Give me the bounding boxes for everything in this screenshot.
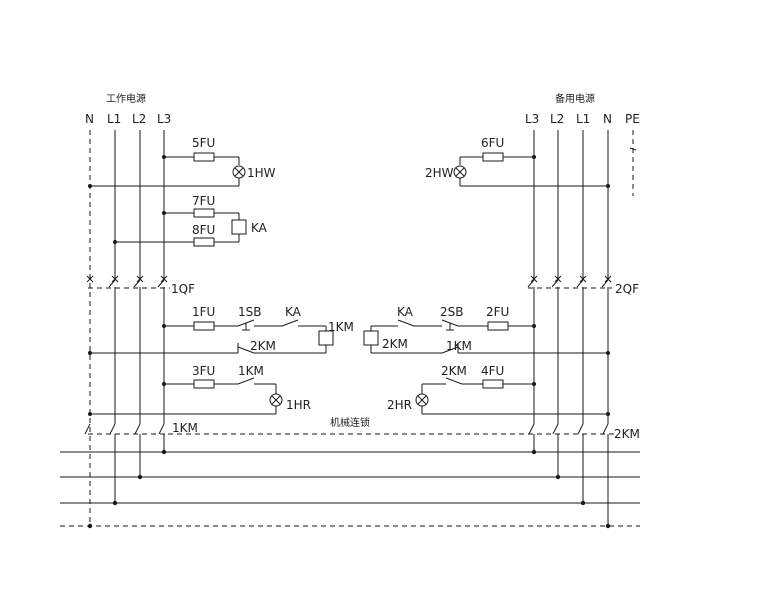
contact-ka [281,319,299,327]
label-1qf: 1QF [171,282,195,296]
coil-2km [363,330,379,346]
label-ka-relay: KA [251,221,268,235]
label-ka-contact-right: KA [397,305,414,319]
fuse-2fu [487,321,509,331]
contact-1km-no [237,377,255,385]
left-bus-label-n: N [85,112,94,126]
right-bus-label-l1: L1 [576,112,590,126]
right-bus-label-l3: L3 [525,112,539,126]
label-1km-contact-right: 1KM [446,339,472,353]
label-2fu: 2FU [486,305,509,319]
left-status-circuit [88,377,283,416]
label-8fu: 8FU [192,223,215,237]
label-3fu: 3FU [192,364,215,378]
breaker-1qf [86,275,170,289]
contact-2km-no [445,377,463,385]
right-status-circuit [415,377,610,416]
working-power-title: 工作电源 [106,92,146,105]
left-bus-label-l1: L1 [107,112,121,126]
label-2km-contact-right: 2KM [441,364,467,378]
right-bus-label-pe: PE [625,112,640,126]
fuse-4fu [482,379,504,389]
standby-power-title: 备用电源 [555,92,595,105]
label-1km-contact: 1KM [238,364,264,378]
label-5fu: 5FU [192,136,215,150]
fuse-5fu [193,152,215,162]
contact-2km-nc [237,346,255,354]
label-1fu: 1FU [192,305,215,319]
label-7fu: 7FU [192,194,215,208]
label-2qf: 2QF [615,282,639,296]
bottom-output-buses [60,449,640,529]
contactor-2km [528,423,614,435]
left-relay-circuit [113,208,247,247]
contact-ka-right [397,319,415,327]
label-2km-contactor: 2KM [614,427,640,441]
label-2km-contact: 2KM [250,339,276,353]
label-2hw: 2HW [425,166,454,180]
label-2sb: 2SB [440,305,463,319]
label-1km-contactor: 1KM [172,421,198,435]
fuse-3fu [193,379,215,389]
right-bus-label-n: N [603,112,612,126]
mechanical-interlock-label: 机械连锁 [330,416,370,429]
relay-ka-coil [231,219,247,235]
label-4fu: 4FU [481,364,504,378]
contact-1km-nc [441,346,459,354]
label-1hw: 1HW [247,166,276,180]
fuse-1fu [193,321,215,331]
label-6fu: 6FU [481,136,504,150]
left-control-circuit [88,319,334,355]
right-control-circuit [363,319,610,355]
fuse-7fu [193,208,215,218]
label-1sb: 1SB [238,305,261,319]
fuse-6fu [482,152,504,162]
label-ka-contact: KA [285,305,302,319]
left-bus-label-l3: L3 [157,112,171,126]
right-bus-label-l2: L2 [550,112,564,126]
right-vertical-buses [533,130,637,526]
label-2hr: 2HR [387,398,412,412]
left-bus-label-l2: L2 [132,112,146,126]
right-indicator-circuit [453,152,610,188]
fuse-8fu [193,237,215,247]
left-vertical-buses [89,130,165,526]
breaker-2qf [527,275,612,289]
label-1hr: 1HR [286,398,311,412]
label-1km-coil: 1KM [328,320,354,334]
contactor-1km [84,423,168,435]
label-2km-coil: 2KM [382,337,408,351]
left-indicator-circuit [88,152,246,188]
